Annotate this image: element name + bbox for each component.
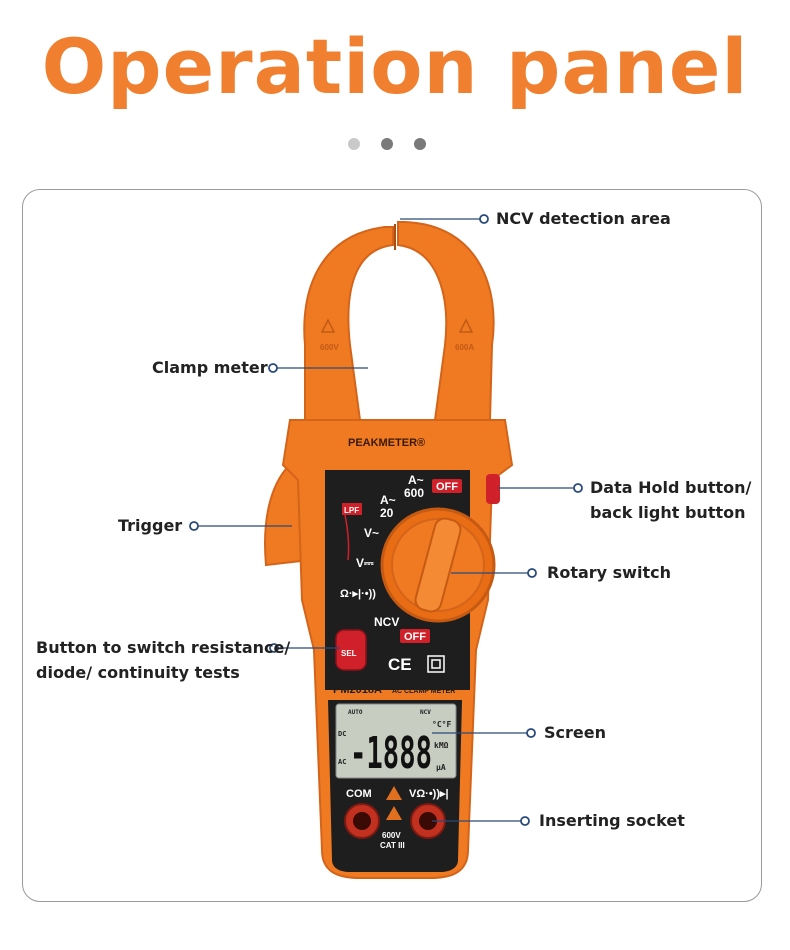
dial-label-ncv: NCV: [374, 615, 399, 629]
lcd-unit-temp: °C°F: [432, 720, 451, 729]
callout-data-hold-line2: back light button: [590, 503, 746, 522]
dial-label-a600-bottom: 600: [404, 486, 424, 500]
lcd-unit-amp: μA: [436, 763, 446, 772]
dial-label-off-bottom: OFF: [404, 631, 426, 643]
double-insulation-icon: [427, 655, 445, 673]
off-badge-top: [432, 479, 462, 493]
clamp-jaws: 600V 600A: [303, 221, 495, 421]
jaw-rating-right: 600A: [455, 343, 474, 352]
pager-dot[interactable]: [414, 138, 426, 150]
sel-label: SEL: [341, 649, 357, 658]
callout-inserting-socket: Inserting socket: [539, 811, 685, 830]
callout-data-hold-line1: Data Hold button/: [590, 478, 752, 497]
ce-mark: CE: [388, 655, 412, 674]
warning-triangle-icon: [458, 318, 474, 333]
com-label: COM: [346, 788, 372, 800]
callout-clamp-meter: Clamp meter: [152, 358, 268, 377]
dial-label-ohm: Ω·▸|·•)): [340, 588, 376, 600]
dial-label-a20-bottom: 20: [380, 506, 394, 520]
lcd-unit-ohm: kMΩ: [434, 741, 449, 750]
model-description: AC CLAMP METER: [392, 688, 455, 695]
jaw-rating-left: 600V: [320, 343, 339, 352]
warning-triangle-icon: [320, 318, 336, 333]
com-socket[interactable]: [344, 803, 380, 839]
sel-button[interactable]: [335, 629, 367, 671]
callout-rotary-switch: Rotary switch: [547, 563, 671, 582]
lpf-badge: [342, 503, 362, 515]
data-hold-button[interactable]: [486, 474, 500, 504]
off-badge-bottom: [400, 629, 430, 643]
callout-ncv-detection: NCV detection area: [496, 209, 671, 228]
callout-screen: Screen: [544, 723, 606, 742]
dial-label-v-ac: V~: [364, 526, 379, 540]
pager-dot[interactable]: [381, 138, 393, 150]
lcd-ac: AC: [338, 758, 346, 766]
warning-triangle-icon: [386, 786, 402, 800]
dial-label-lpf: LPF: [344, 506, 359, 515]
category-rating: CAT III: [380, 841, 405, 850]
warning-triangle-icon: [386, 806, 402, 820]
page-title: Operation panel: [41, 22, 749, 111]
callout-trigger: Trigger: [118, 516, 183, 535]
lpf-arc: [344, 514, 350, 561]
lcd-screen: AUTO NCV DC AC -1888 °C°F kMΩ μA: [335, 703, 457, 779]
brand-logo: PEAKMETER®: [348, 437, 425, 449]
lcd-auto: AUTO: [348, 709, 363, 716]
voltage-rating: 600V: [382, 831, 401, 840]
callout-sel-line2: diode/ continuity tests: [36, 663, 240, 682]
diagram-panel: [22, 189, 762, 902]
lcd-digits: -1888: [350, 728, 432, 779]
dial-label-off-top: OFF: [436, 481, 458, 493]
v-ohm-label: VΩ·•))▸|: [409, 788, 449, 800]
pager-dot[interactable]: [348, 138, 360, 150]
callout-sel-line1: Button to switch resistance/: [36, 638, 291, 657]
rotary-switch[interactable]: [380, 507, 496, 623]
dial-label-a600-top: A~: [408, 473, 424, 487]
dial-label-v-dc: V⎓: [356, 556, 374, 570]
lcd-dc: DC: [338, 730, 346, 738]
callout-lines: [189, 214, 583, 826]
model-number: PM2018A: [333, 684, 382, 696]
v-socket[interactable]: [410, 803, 446, 839]
dial-label-a20-top: A~: [380, 493, 396, 507]
lcd-ncv: NCV: [420, 709, 431, 716]
